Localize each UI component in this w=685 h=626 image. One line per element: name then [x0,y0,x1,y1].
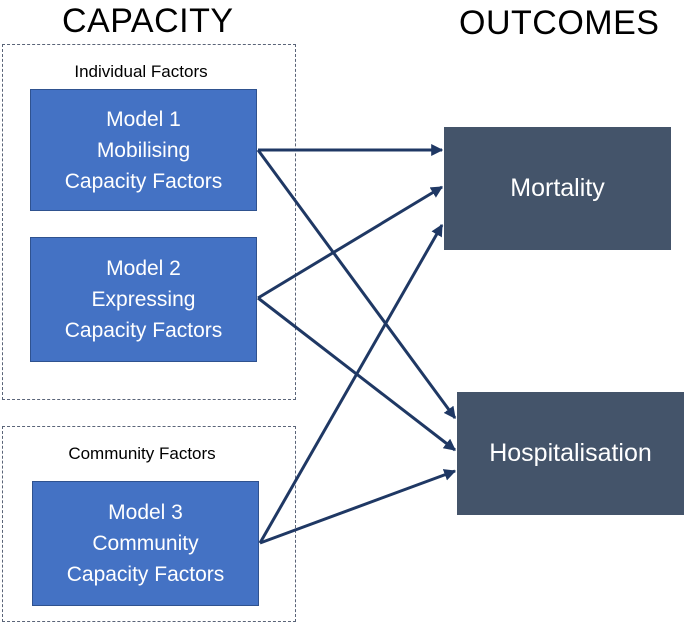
mortality-label: Mortality [510,174,605,202]
model-3-box: Model 3 Community Capacity Factors [32,481,259,606]
model-2-box: Model 2 Expressing Capacity Factors [30,237,257,362]
model-1-name: Mobilising [96,138,191,162]
model-1-title: Model 1 [106,107,181,131]
capacity-heading: CAPACITY [62,2,234,40]
arrow-model3-hospitalisation [259,469,457,545]
model-3-subtitle: Capacity Factors [66,563,225,586]
mortality-box: Mortality [444,127,671,250]
arrow-model3-mortality [258,223,444,544]
community-factors-group [2,426,296,622]
model-1-box: Model 1 Mobilising Capacity Factors [30,89,257,211]
model-3-title: Model 3 [108,501,183,524]
individual-factors-label: Individual Factors [74,62,208,81]
model-3-name: Community [92,532,199,555]
hospitalisation-box: Hospitalisation [457,392,684,515]
outcomes-heading: OUTCOMES [459,4,660,42]
model-2-title: Model 2 [106,257,181,280]
model-2-name: Expressing [91,288,196,311]
hospitalisation-label: Hospitalisation [489,439,652,467]
individual-factors-group [2,44,296,400]
arrow-model2-mortality [257,185,444,300]
arrow-model1-hospitalisation [256,149,457,419]
community-factors-label: Community Factors [68,444,216,463]
model-1-subtitle: Capacity Factors [64,169,223,193]
model-2-subtitle: Capacity Factors [64,319,223,342]
